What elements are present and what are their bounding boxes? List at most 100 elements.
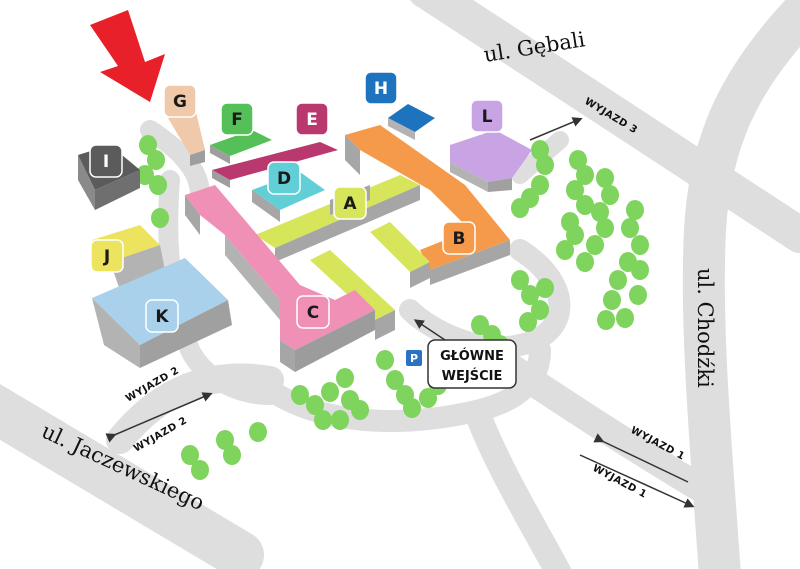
exit-1-arrow-icon: [593, 433, 689, 483]
tree-icon: [139, 135, 157, 155]
tree-icon: [336, 368, 354, 388]
building-badge: [267, 161, 301, 195]
tree-icon: [223, 445, 241, 465]
building-letter: D: [277, 169, 291, 189]
tree-icon: [191, 460, 209, 480]
building-letter: A: [343, 194, 357, 214]
tree-icon: [521, 188, 539, 208]
tree-icon: [531, 300, 549, 320]
exit-2-arrow-icon: [105, 392, 213, 443]
building-badge: [364, 71, 398, 105]
building-letter: J: [103, 247, 110, 267]
tree-icon: [597, 310, 615, 330]
building-badge: [220, 102, 254, 136]
tree-icon: [521, 285, 539, 305]
building-letter: C: [307, 303, 319, 323]
entrance-box: [427, 339, 517, 389]
tree-icon: [566, 180, 584, 200]
tree-icon: [626, 200, 644, 220]
building-badge: [333, 186, 367, 220]
main-entrance: P GŁÓWNE WEJŚCIE: [406, 319, 517, 389]
tree-icon: [149, 175, 167, 195]
building-letter: H: [374, 79, 388, 99]
road-chodzki: [682, 0, 800, 569]
building-badge: [90, 239, 124, 273]
tree-icon: [566, 225, 584, 245]
building-labels: A B C D E F G H I J K L: [89, 71, 504, 333]
tree-icon: [321, 382, 339, 402]
building-e: [212, 142, 338, 188]
tree-icon: [629, 285, 647, 305]
building-label-j[interactable]: J: [90, 239, 124, 273]
tree-icon: [331, 410, 349, 430]
building-badge: [295, 102, 329, 136]
building-badge: [470, 99, 504, 133]
tree-icon: [631, 260, 649, 280]
tree-icon: [403, 398, 421, 418]
road-lower-middle: [467, 407, 572, 569]
building-badge: [89, 144, 123, 178]
tree-icon: [576, 195, 594, 215]
building-label-b[interactable]: B: [442, 221, 476, 255]
trees: [136, 135, 649, 480]
road-jaczewskiego: [0, 383, 264, 569]
tree-icon: [531, 140, 549, 160]
tree-icon: [556, 240, 574, 260]
building-letter: K: [155, 307, 169, 327]
tree-icon: [603, 290, 621, 310]
building-letter: L: [482, 107, 493, 127]
tree-icon: [386, 370, 404, 390]
building-label-i[interactable]: I: [89, 144, 123, 178]
entrance-line1: GŁÓWNE: [440, 348, 504, 364]
tree-icon: [576, 165, 594, 185]
building-badge: [296, 295, 330, 329]
building-label-a[interactable]: A: [333, 186, 367, 220]
exit-3-arrow-icon: [529, 117, 583, 141]
road-gebali: [410, 0, 800, 253]
building-label-k[interactable]: K: [145, 299, 179, 333]
building-label-h[interactable]: H: [364, 71, 398, 105]
building-label-l[interactable]: L: [470, 99, 504, 133]
building-letter: B: [453, 229, 466, 249]
building-letter: I: [103, 152, 109, 172]
building-letter: G: [173, 92, 187, 112]
tree-icon: [531, 175, 549, 195]
tree-icon: [536, 155, 554, 175]
tree-icon: [314, 410, 332, 430]
tree-icon: [576, 252, 594, 272]
building-label-g[interactable]: G: [163, 84, 197, 118]
tree-icon: [216, 430, 234, 450]
entrance-line2: WEJŚCIE: [442, 368, 503, 384]
tree-icon: [569, 150, 587, 170]
tree-icon: [609, 270, 627, 290]
parking-icon: [406, 350, 422, 366]
tree-icon: [291, 385, 309, 405]
tree-icon: [351, 400, 369, 420]
building-f: [210, 130, 272, 164]
tree-icon: [519, 312, 537, 332]
entrance-arrow-icon: [413, 319, 446, 341]
building-label-e[interactable]: E: [295, 102, 329, 136]
road-north-link: [140, 120, 210, 205]
tree-icon: [419, 388, 437, 408]
parking-label: P: [410, 352, 418, 365]
tree-icon: [621, 218, 639, 238]
tree-icon: [151, 208, 169, 228]
building-label-f[interactable]: F: [220, 102, 254, 136]
tree-icon: [306, 395, 324, 415]
tree-icon: [601, 185, 619, 205]
building-badge: [145, 299, 179, 333]
building-badge: [442, 221, 476, 255]
tree-icon: [596, 168, 614, 188]
building-label-c[interactable]: C: [296, 295, 330, 329]
tree-icon: [136, 165, 154, 185]
building-label-d[interactable]: D: [267, 161, 301, 195]
road-east-ring: [399, 239, 571, 359]
building-l: [450, 130, 532, 192]
tree-icon: [591, 202, 609, 222]
building-g: [168, 112, 205, 166]
tree-icon: [596, 218, 614, 238]
tree-icon: [616, 308, 634, 328]
tree-icon: [536, 278, 554, 298]
